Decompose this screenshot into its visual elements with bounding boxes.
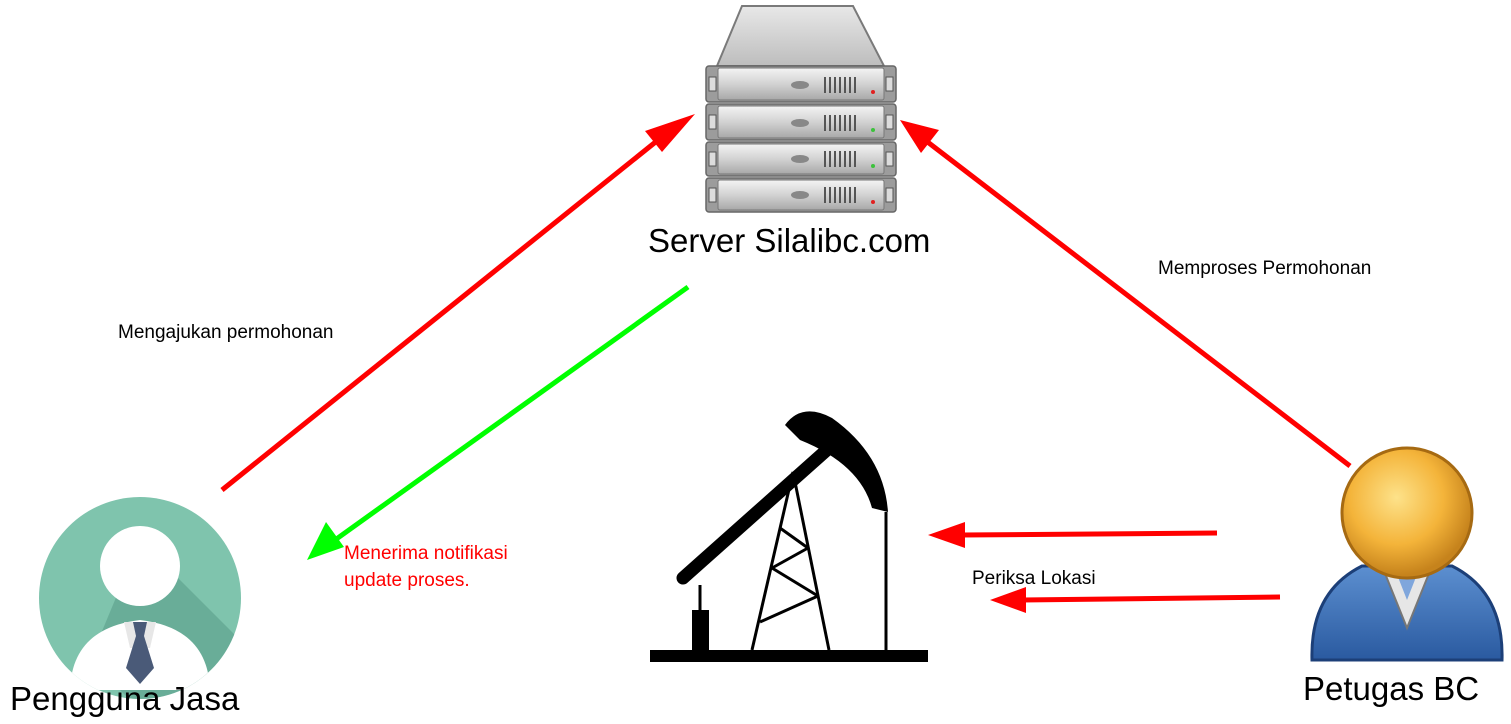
server-label: Server Silalibc.com [648,222,931,259]
arrow-mengajukan [220,114,695,492]
arrow-periksa-2 [990,587,1281,613]
mengajukan-label: Mengajukan permohonan [118,322,334,343]
periksa-lokasi-label: Periksa Lokasi [972,568,1096,589]
oil-pump-icon [650,411,928,662]
menerima-line-2: update proses. [344,570,470,591]
pengguna-jasa-label: Pengguna Jasa [10,680,240,717]
menerima-line-1: Menerima notifikasi [344,543,508,564]
memproses-label: Memproses Permohonan [1158,258,1372,279]
menerima-notifikasi-label: Menerima notifikasi update proses. [344,540,614,594]
server-unit [705,65,897,103]
petugas-bc-label: Petugas BC [1303,670,1480,707]
arrow-menerima [307,284,690,560]
server-unit [705,103,897,141]
server-unit [705,141,897,177]
officer-user-icon [1310,446,1504,662]
server-rack-icon [705,5,897,213]
arrow-memproses [900,120,1352,468]
server-unit [705,177,897,213]
arrow-periksa-1 [928,522,1218,548]
